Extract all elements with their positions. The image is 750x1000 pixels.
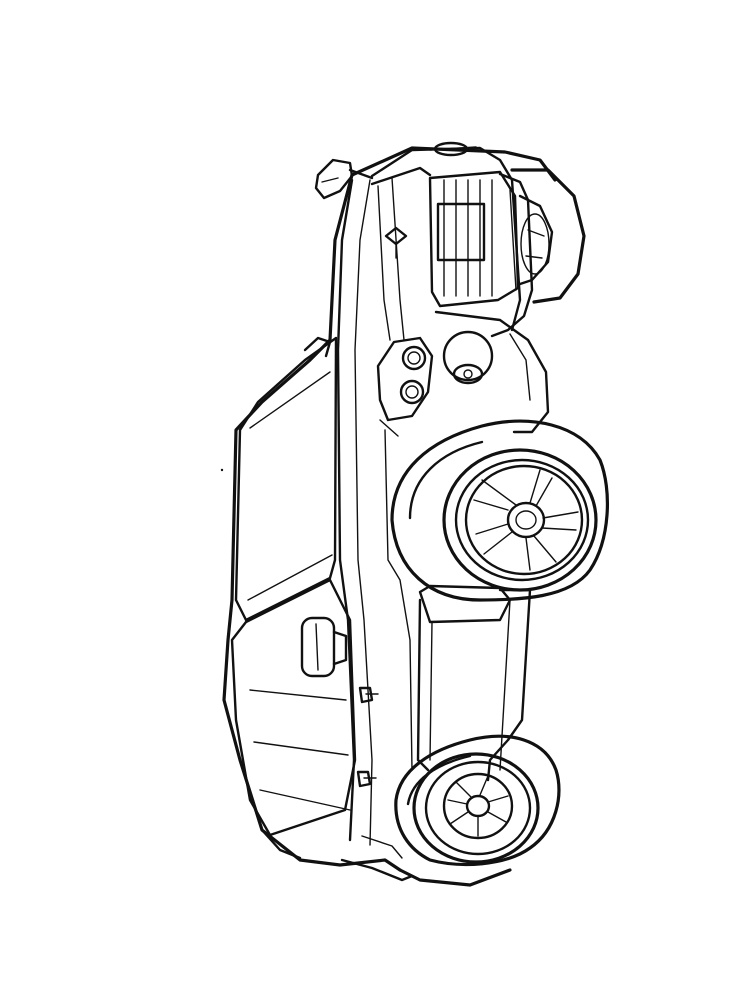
hood-and-grille (370, 141, 534, 341)
running-board (416, 584, 532, 782)
headlights (376, 310, 550, 437)
roof-and-windows (230, 336, 357, 837)
front-wheel-main (390, 419, 609, 602)
side-panels (336, 178, 413, 846)
side-mirror-top (314, 158, 374, 200)
body-outline (222, 146, 557, 887)
front-wheel-top (510, 168, 586, 304)
stray-dot (220, 468, 224, 472)
rear-bumper (260, 828, 414, 882)
rear-wheel (394, 734, 561, 867)
